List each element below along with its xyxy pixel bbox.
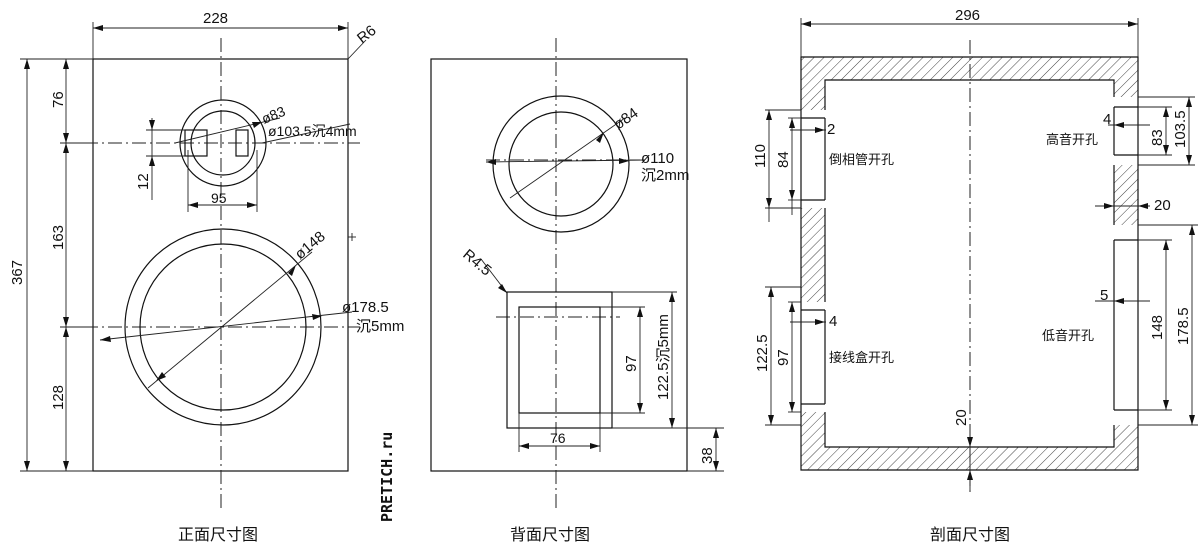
watermark-text: PRETICH.ru	[378, 432, 396, 522]
front-woofer-outer	[124, 228, 322, 426]
front-radius-label: R6	[354, 22, 380, 47]
section-woofer-depth-label: 5	[1100, 287, 1108, 304]
section-terminal-opening	[799, 302, 827, 412]
front-tweeter-outer-label: ø103.5沉4mm	[268, 123, 357, 139]
front-seg-mid-label: 163	[50, 225, 67, 250]
section-tweeter-hole-label: 高音开孔	[1046, 132, 1098, 148]
back-panel-outline	[430, 58, 688, 472]
back-terminal-outer	[506, 291, 613, 429]
front-tweeter-inner	[190, 110, 256, 176]
section-wall-label: 20	[1154, 197, 1171, 214]
back-port-depth-label: 沉2mm	[641, 167, 689, 184]
section-tweeter-outer-label: 103.5	[1172, 110, 1189, 148]
section-view-caption: 剖面尺寸图	[930, 525, 1010, 544]
section-width-label: 296	[955, 7, 980, 24]
section-terminal-hole-label: 接线盒开孔	[829, 350, 894, 366]
section-tweeter-depth-label: 4	[1103, 111, 1111, 128]
section-woofer-inner-label: 148	[1149, 315, 1166, 340]
back-terminal-bottom-label: 38	[699, 447, 716, 464]
front-woofer-inner-label: ø148	[292, 228, 329, 263]
front-woofer-depth-label: 沉5mm	[356, 318, 404, 335]
back-port-inner-label: ø84	[611, 105, 642, 134]
section-left-term-depth-label: 4	[829, 313, 837, 330]
section-tweeter-inner-label: 83	[1149, 129, 1166, 146]
back-terminal-outer-height-label: 122.5沉5mm	[655, 314, 672, 400]
back-radius-label: R4.5	[459, 246, 494, 279]
section-left-term-inner-label: 97	[775, 349, 792, 366]
front-woofer-outer-label: ø178.5	[342, 299, 389, 316]
section-woofer-hole-label: 低音开孔	[1042, 328, 1094, 344]
back-terminal-inner-height-label: 97	[623, 355, 640, 372]
section-view: 296 110 84 2 倒相管开孔 122.5 97 4 接线盒开孔	[752, 7, 1198, 544]
front-height-label: 367	[9, 260, 26, 285]
section-left-port-outer-label: 110	[752, 144, 769, 168]
section-woofer-opening	[1112, 225, 1140, 425]
section-port-hole-label: 倒相管开孔	[829, 153, 894, 168]
front-seg-bot-label: 128	[50, 385, 67, 410]
front-tweeter-outer	[179, 99, 267, 187]
back-port-inner	[508, 111, 614, 217]
back-terminal-inner	[518, 306, 601, 414]
back-port-outer-label: ø110	[641, 150, 674, 167]
section-left-port-inner-label: 84	[775, 151, 792, 168]
section-left-port-depth-label: 2	[827, 121, 835, 138]
front-view-caption: 正面尺寸图	[178, 525, 258, 544]
front-tweeter-notch	[184, 129, 208, 157]
back-view: ø84 ø110 沉2mm R4.5 97 122.5沉5mm 76	[430, 38, 724, 544]
back-terminal-width-label: 76	[550, 430, 566, 446]
front-tweeter-offset-label: 12	[135, 173, 152, 190]
front-width-label: 228	[203, 10, 228, 27]
front-view: 228 R6 367 76 163 128 ø83 ø103.5沉4mm	[9, 10, 404, 544]
front-woofer-inner	[139, 243, 307, 411]
section-left-term-outer-label: 122.5	[754, 334, 771, 372]
back-port-outer	[492, 95, 630, 233]
section-woofer-outer-label: 178.5	[1175, 307, 1192, 345]
front-tweeter-width-label: 95	[211, 190, 227, 206]
front-seg-top-label: 76	[50, 91, 67, 108]
back-view-caption: 背面尺寸图	[510, 525, 590, 544]
section-port-opening	[799, 110, 827, 208]
section-tweeter-opening	[1112, 97, 1140, 165]
section-bottom-wall-label: 20	[953, 409, 970, 426]
